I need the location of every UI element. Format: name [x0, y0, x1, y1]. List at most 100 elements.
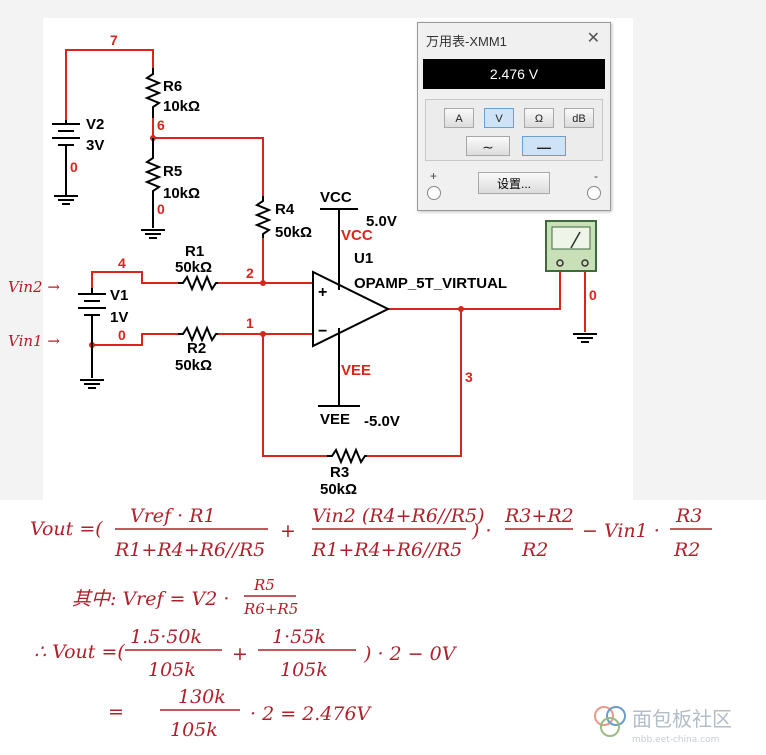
r1-value: 50kΩ: [175, 259, 212, 276]
net-label-7: 7: [110, 32, 118, 48]
net-label-3: 3: [465, 369, 473, 385]
r2-name: R2: [187, 340, 206, 357]
eq1-frac2-den: R1+R4+R6//R5: [311, 539, 462, 561]
r6-name: R6: [163, 78, 182, 95]
multimeter-window[interactable]: 万用表-XMM1 ✕ 2.476 V A V Ω dB ∼ — + - 设置..…: [417, 22, 611, 211]
v2-value: 3V: [86, 137, 104, 154]
v2-name: V2: [86, 116, 104, 133]
vcc-pin-label: VCC: [341, 227, 373, 244]
eq3-frac2-den: 105k: [280, 659, 328, 681]
terminal-plus-jack[interactable]: [427, 186, 441, 200]
r4-value: 50kΩ: [275, 224, 312, 241]
equation-line-2: 其中: Vref = V2 · R5 R6+R5: [72, 576, 298, 618]
mode-ohm-button[interactable]: Ω: [524, 108, 554, 128]
dc-mode-button[interactable]: —: [522, 136, 566, 156]
u1-name: U1: [354, 250, 373, 267]
eq1-frac3-num: R3+R2: [504, 505, 574, 527]
r6-value: 10kΩ: [163, 98, 200, 115]
resistor-r4: [254, 196, 272, 238]
eq3-tail: ) · 2 − 0V: [363, 643, 458, 665]
vin2-annotation: Vin2 →: [8, 278, 60, 296]
eq3-frac1-den: 105k: [148, 659, 196, 681]
junction-dot: [458, 306, 464, 312]
resistor-r2: [178, 325, 218, 343]
resistor-r1: [178, 274, 218, 292]
wire-net-0-v1: [92, 333, 178, 346]
mode-volt-button[interactable]: V: [484, 108, 514, 128]
multimeter-title: 万用表-XMM1: [426, 34, 507, 49]
vee-label: VEE: [320, 411, 350, 428]
mode-db-button[interactable]: dB: [564, 108, 594, 128]
ground-symbols: [54, 195, 597, 389]
eq3-prefix: ∴ Vout =(: [34, 641, 125, 663]
settings-button[interactable]: 设置...: [478, 172, 550, 194]
equation-line-3: ∴ Vout =( 1.5·50k 105k + 1·55k 105k ) · …: [34, 626, 458, 681]
vin1-annotation: Vin1 →: [8, 332, 60, 350]
terminal-minus-jack[interactable]: [587, 186, 601, 200]
net-label-2: 2: [246, 265, 254, 281]
v1-name: V1: [110, 287, 128, 304]
r3-value: 50kΩ: [320, 481, 357, 498]
watermark-logo-icon: [594, 706, 626, 737]
eq2-prefix: 其中: Vref = V2 ·: [72, 588, 229, 610]
terminal-minus: -: [594, 169, 598, 183]
eq1-plus: +: [280, 520, 296, 542]
multimeter-controls: A V Ω dB ∼ —: [425, 99, 603, 161]
net-label-0: 0: [118, 327, 126, 343]
vee-pin-label: VEE: [341, 362, 371, 379]
multimeter-reading: 2.476 V: [423, 59, 605, 89]
r1-name: R1: [185, 243, 204, 260]
wire-net-4: [91, 271, 178, 288]
net-label-0: 0: [589, 287, 597, 303]
watermark-text: 面包板社区: [632, 707, 732, 731]
r3-name: R3: [330, 464, 349, 481]
eq4-equals: =: [108, 701, 124, 723]
watermark: 面包板社区 mbb.eet-china.com: [594, 706, 732, 745]
handwritten-notes: [0, 500, 766, 755]
eq1-frac4-den: R2: [673, 539, 700, 561]
u1-model: OPAMP_5T_VIRTUAL: [354, 275, 507, 292]
close-icon[interactable]: ✕: [586, 30, 600, 47]
eq4-frac-den: 105k: [170, 719, 218, 741]
eq1-frac1-num: Vref · R1: [130, 505, 216, 527]
watermark-url: mbb.eet-china.com: [632, 735, 719, 745]
eq2-frac-num: R5: [253, 576, 275, 594]
eq1-prefix: Vout =(: [30, 518, 103, 540]
wire-feedback-left: [262, 334, 327, 457]
r5-name: R5: [163, 163, 182, 180]
vcc-label: VCC: [320, 189, 352, 206]
eq4-frac-num: 130k: [178, 686, 226, 708]
wire-feedback-right: [367, 309, 462, 457]
ground-icon: [573, 333, 597, 343]
r2-value: 50kΩ: [175, 357, 212, 374]
eq1-minus: − Vin1 ·: [582, 520, 660, 542]
wire-net-7: [65, 49, 154, 120]
ground-icon: [54, 195, 78, 205]
eq4-tail: · 2 = 2.476V: [250, 703, 373, 725]
eq3-plus: +: [232, 643, 248, 665]
junction-dot: [260, 280, 266, 286]
resistor-r3: [327, 447, 367, 465]
eq1-frac4-num: R3: [675, 505, 702, 527]
net-label-0: 0: [157, 201, 165, 217]
mode-ampere-button[interactable]: A: [444, 108, 474, 128]
equation-line-4: = 130k 105k · 2 = 2.476V: [108, 686, 373, 741]
multimeter-symbol[interactable]: [545, 220, 597, 272]
wire-net-3: [388, 270, 561, 310]
eq3-frac2-num: 1·55k: [272, 626, 326, 648]
eq1-mid: ) ·: [471, 520, 492, 542]
vcc-value: 5.0V: [366, 213, 397, 230]
ground-icon: [141, 229, 165, 239]
resistor-r5: [144, 138, 162, 228]
opamp-plus-sign: +: [318, 284, 327, 301]
resistor-r6: [144, 68, 162, 118]
net-label-4: 4: [118, 255, 126, 271]
terminal-plus: +: [430, 169, 438, 183]
net-label-0: 0: [70, 159, 78, 175]
v1-value: 1V: [110, 309, 128, 326]
ground-icon: [80, 379, 104, 389]
eq3-frac1-num: 1.5·50k: [130, 626, 202, 648]
ac-mode-button[interactable]: ∼: [466, 136, 510, 156]
net-label-1: 1: [246, 315, 254, 331]
